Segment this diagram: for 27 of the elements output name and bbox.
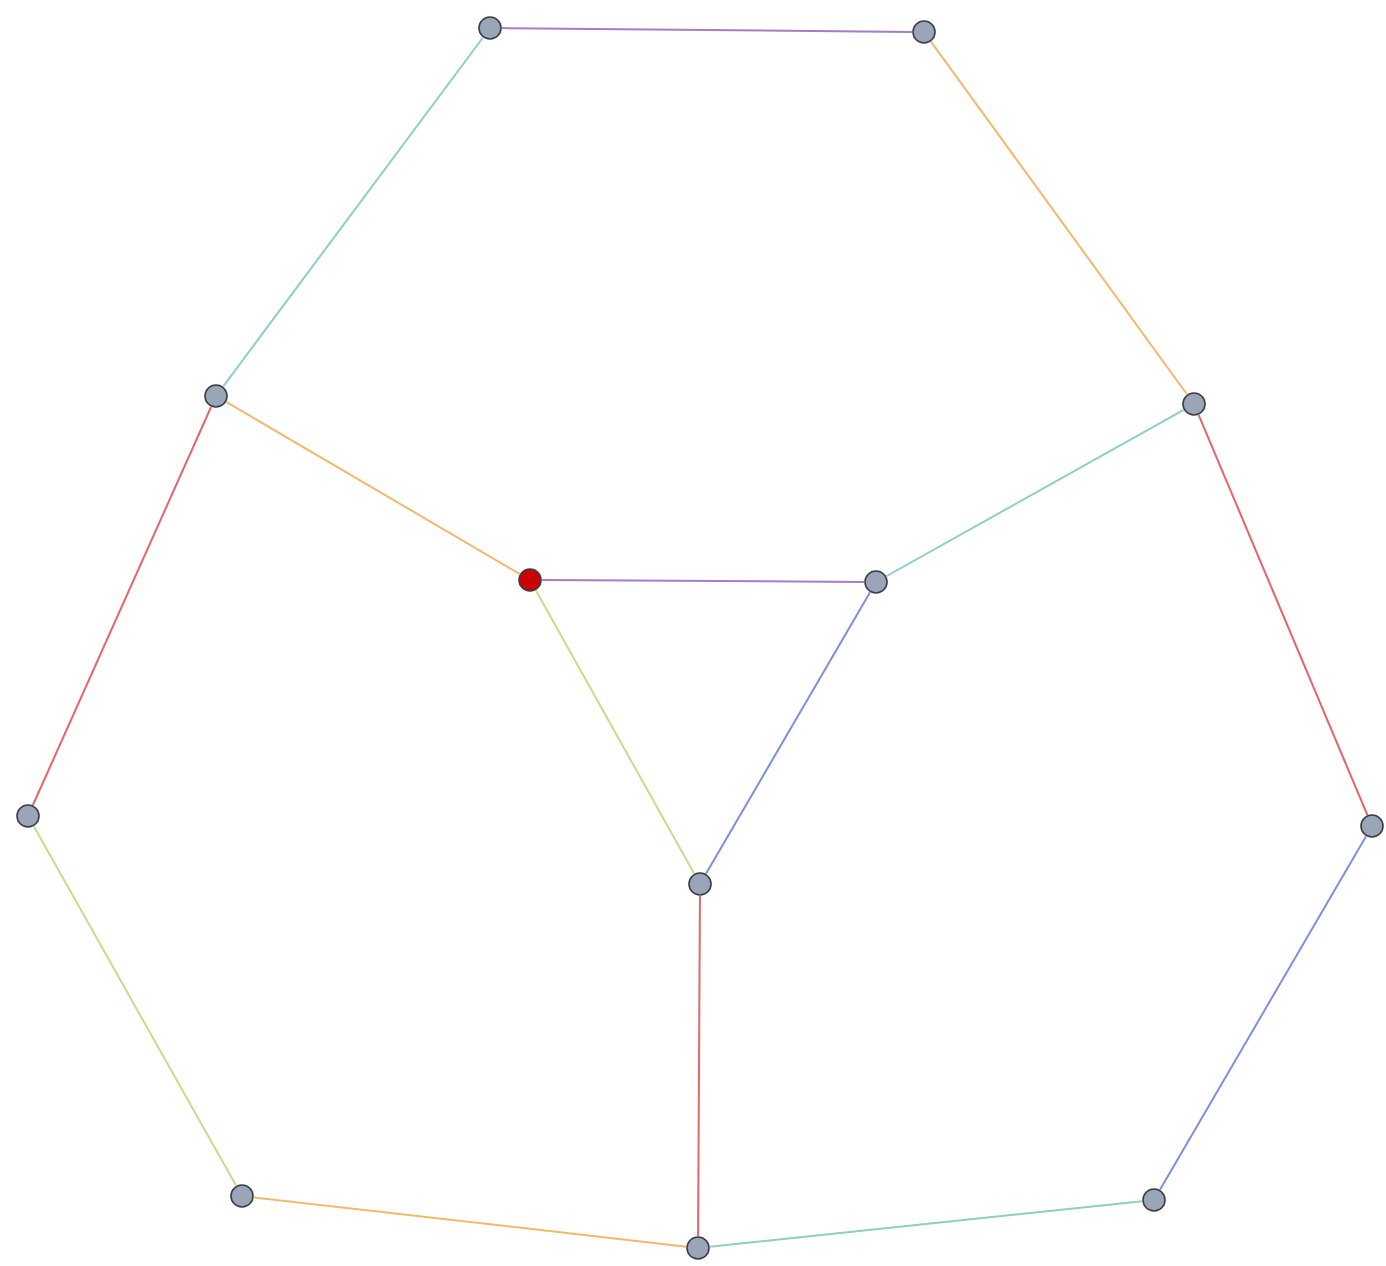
- edge-line: [31, 405, 213, 807]
- vertex-dot: [688, 872, 712, 896]
- edge-line: [252, 1196, 688, 1248]
- edge-line: [1158, 835, 1368, 1191]
- edge-line: [1197, 413, 1369, 817]
- vertex-dot: [912, 20, 936, 44]
- edge-line: [500, 27, 914, 33]
- edge-line: [534, 589, 696, 875]
- vertex-dot: [864, 570, 888, 594]
- vertex-dot: [518, 568, 542, 592]
- edge-line: [885, 408, 1185, 578]
- edge-line: [929, 40, 1189, 396]
- vertex-dot: [230, 1184, 254, 1208]
- vertex-dot: [478, 16, 502, 40]
- edge-line: [540, 579, 866, 583]
- vertex-dot: [1182, 392, 1206, 416]
- vertex-dot: [16, 804, 40, 828]
- edge-line: [225, 401, 521, 576]
- edge-line: [708, 1200, 1144, 1248]
- vertex-dot: [204, 384, 228, 408]
- edge-line: [697, 894, 701, 1238]
- edge-line: [704, 591, 872, 875]
- vertex-dot: [686, 1236, 710, 1260]
- vertex-dot: [1142, 1188, 1166, 1212]
- vertex-dot: [1360, 814, 1384, 838]
- edge-line: [222, 36, 484, 388]
- edge-line: [32, 825, 238, 1187]
